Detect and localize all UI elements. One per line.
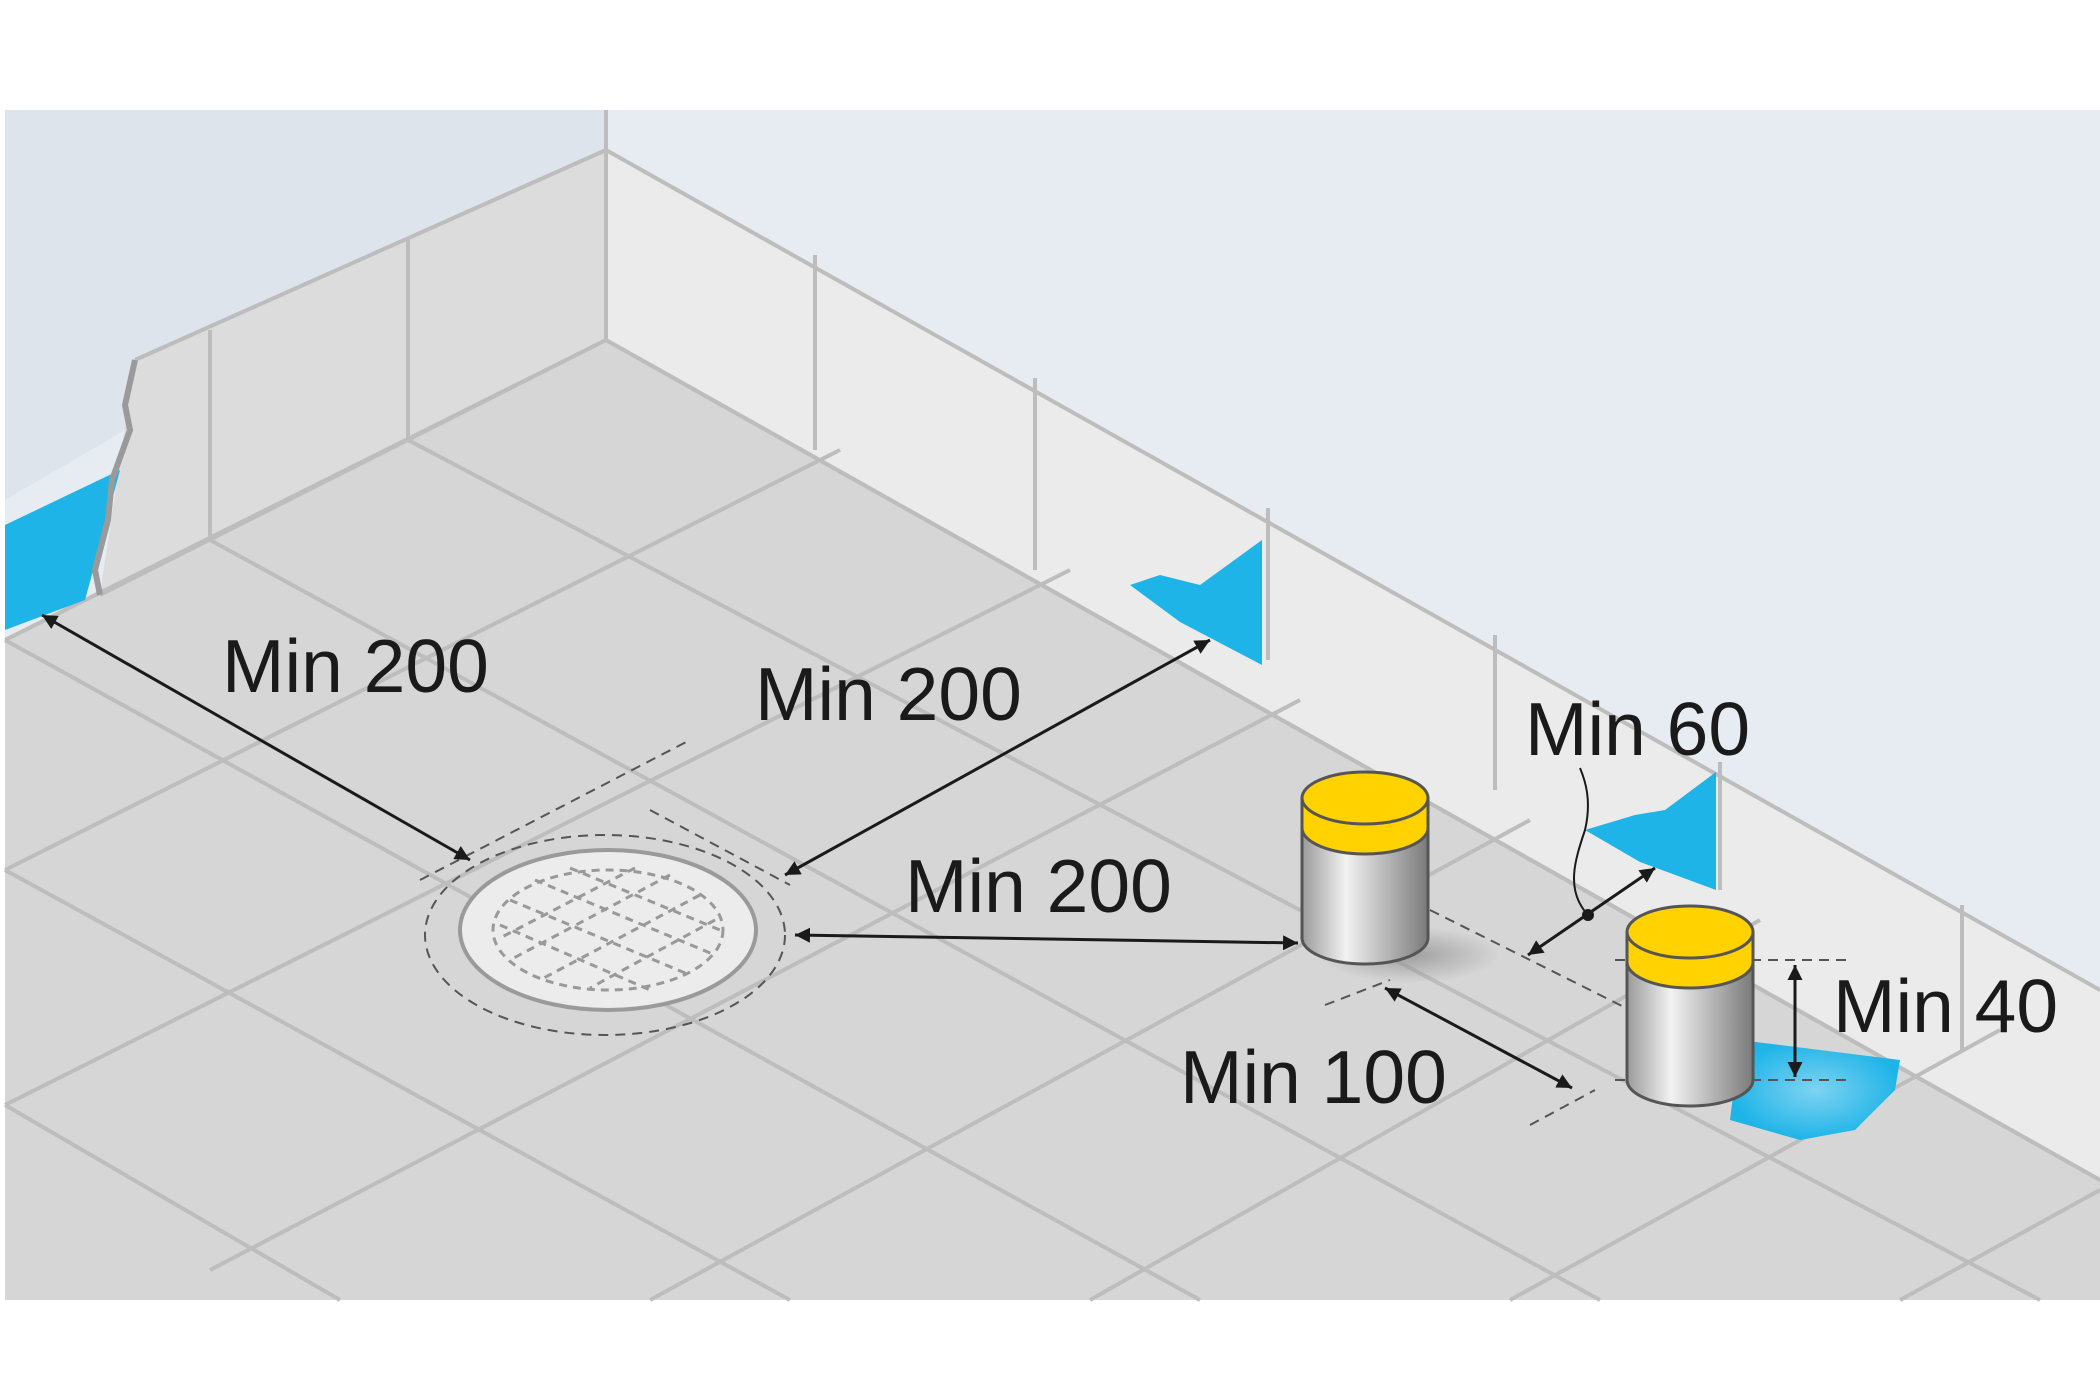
drain-grate-pattern [491,866,725,992]
membrane-patch-left [5,470,120,630]
label-pipe-height: Min 40 [1833,964,2058,1048]
label-drain-to-pipe: Min 200 [905,844,1172,928]
membrane-patch-pipe [1730,1040,1900,1140]
label-drain-to-left-wall: Min 200 [222,624,489,708]
label-drain-to-back-wall: Min 200 [755,652,1022,736]
pipe-left-cap-top [1300,770,1430,826]
label-pipe-to-pipe: Min 100 [1180,1035,1447,1119]
arrow-pipe-pipe [1384,986,1573,1090]
wall-broken-edge [91,359,138,596]
drain-grate [458,848,758,1012]
arrow-drain-left-wall [41,613,471,862]
membrane-patch-right [1585,772,1716,890]
pipe-right-cap-top [1625,904,1755,960]
arrow-drain-pipe [794,927,1299,951]
membrane-patch-mid [1130,540,1262,665]
pipe-left [1300,770,1500,983]
pipe-right [1625,904,1755,1108]
left-tiled-wall [100,150,606,595]
arrow-drain-back-wall [784,638,1211,877]
floor-drain [424,834,786,1036]
pipe-wall-leader [1573,767,1589,916]
label-pipe-to-wall: Min 60 [1525,687,1750,771]
dimension-arrows [41,613,1803,1090]
drain-outline-dashed [424,834,786,1036]
